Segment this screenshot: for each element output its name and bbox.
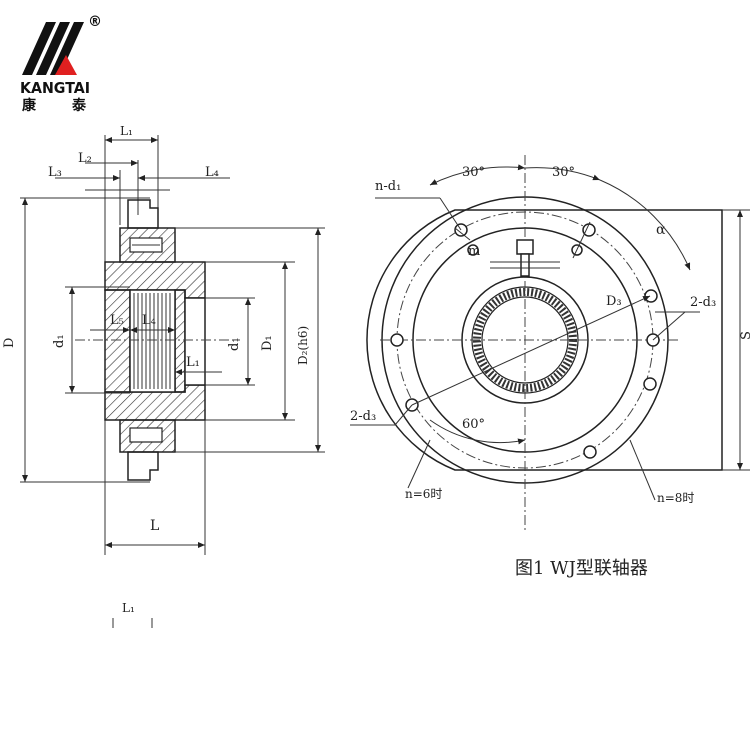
label-m: m — [468, 244, 480, 259]
label-2-d3-right: 2-d₃ — [690, 295, 716, 310]
label-D3: D₃ — [606, 294, 622, 309]
logo-mark-icon — [22, 22, 84, 75]
bolt-holes — [390, 223, 660, 459]
dim-L4-mid: L₄ — [142, 313, 156, 328]
label-alpha: α — [656, 222, 666, 238]
side-section-view: L₁ L₂ L₃ L₄ D d₁ L₅ L₄ L₁ d₁ D₁ D₂(h6) L — [2, 124, 325, 555]
dim-L: L — [150, 518, 159, 534]
figure-caption: 图1 WJ型联轴器 — [515, 558, 648, 579]
registered-mark: ® — [88, 14, 102, 30]
kangtai-logo: ® KANGTAI 康 泰 — [20, 14, 102, 114]
dim-L2: L₂ — [78, 151, 92, 166]
dim-L4-top: L₄ — [205, 165, 219, 180]
dim-d1-right: d₁ — [227, 337, 242, 351]
dim-L1-top: L₁ — [120, 124, 133, 138]
brand-name-cn-2: 泰 — [71, 97, 87, 114]
footer-partial-dimension: L₁ — [112, 601, 153, 628]
brand-name: KANGTAI — [20, 79, 90, 97]
dim-L3: L₃ — [48, 165, 62, 180]
dim-D2: D₂(h6) — [296, 326, 310, 365]
label-n-d1: n-d₁ — [375, 179, 401, 194]
dim-d1-left: d₁ — [52, 334, 67, 348]
label-2-d3-left: 2-d₃ — [350, 409, 376, 424]
label-n-8: n=8时 — [657, 491, 694, 505]
label-angle-30-left: 30° — [462, 165, 485, 180]
front-view: n-d₁ 30° 30° m α D₃ 2-d₃ S 2-d₃ 60° n=6时… — [350, 155, 750, 530]
label-n-6: n=6时 — [405, 487, 442, 501]
footer-L1: L₁ — [122, 601, 135, 615]
label-S: S — [739, 331, 750, 340]
dim-D1: D₁ — [260, 335, 275, 351]
brand-name-cn-1: 康 — [22, 97, 37, 114]
dim-L1-mid: L₁ — [186, 355, 200, 370]
label-angle-30-right: 30° — [552, 165, 575, 180]
label-angle-60: 60° — [462, 417, 485, 432]
dim-L5: L₅ — [110, 313, 124, 328]
dim-D: D — [2, 338, 17, 348]
